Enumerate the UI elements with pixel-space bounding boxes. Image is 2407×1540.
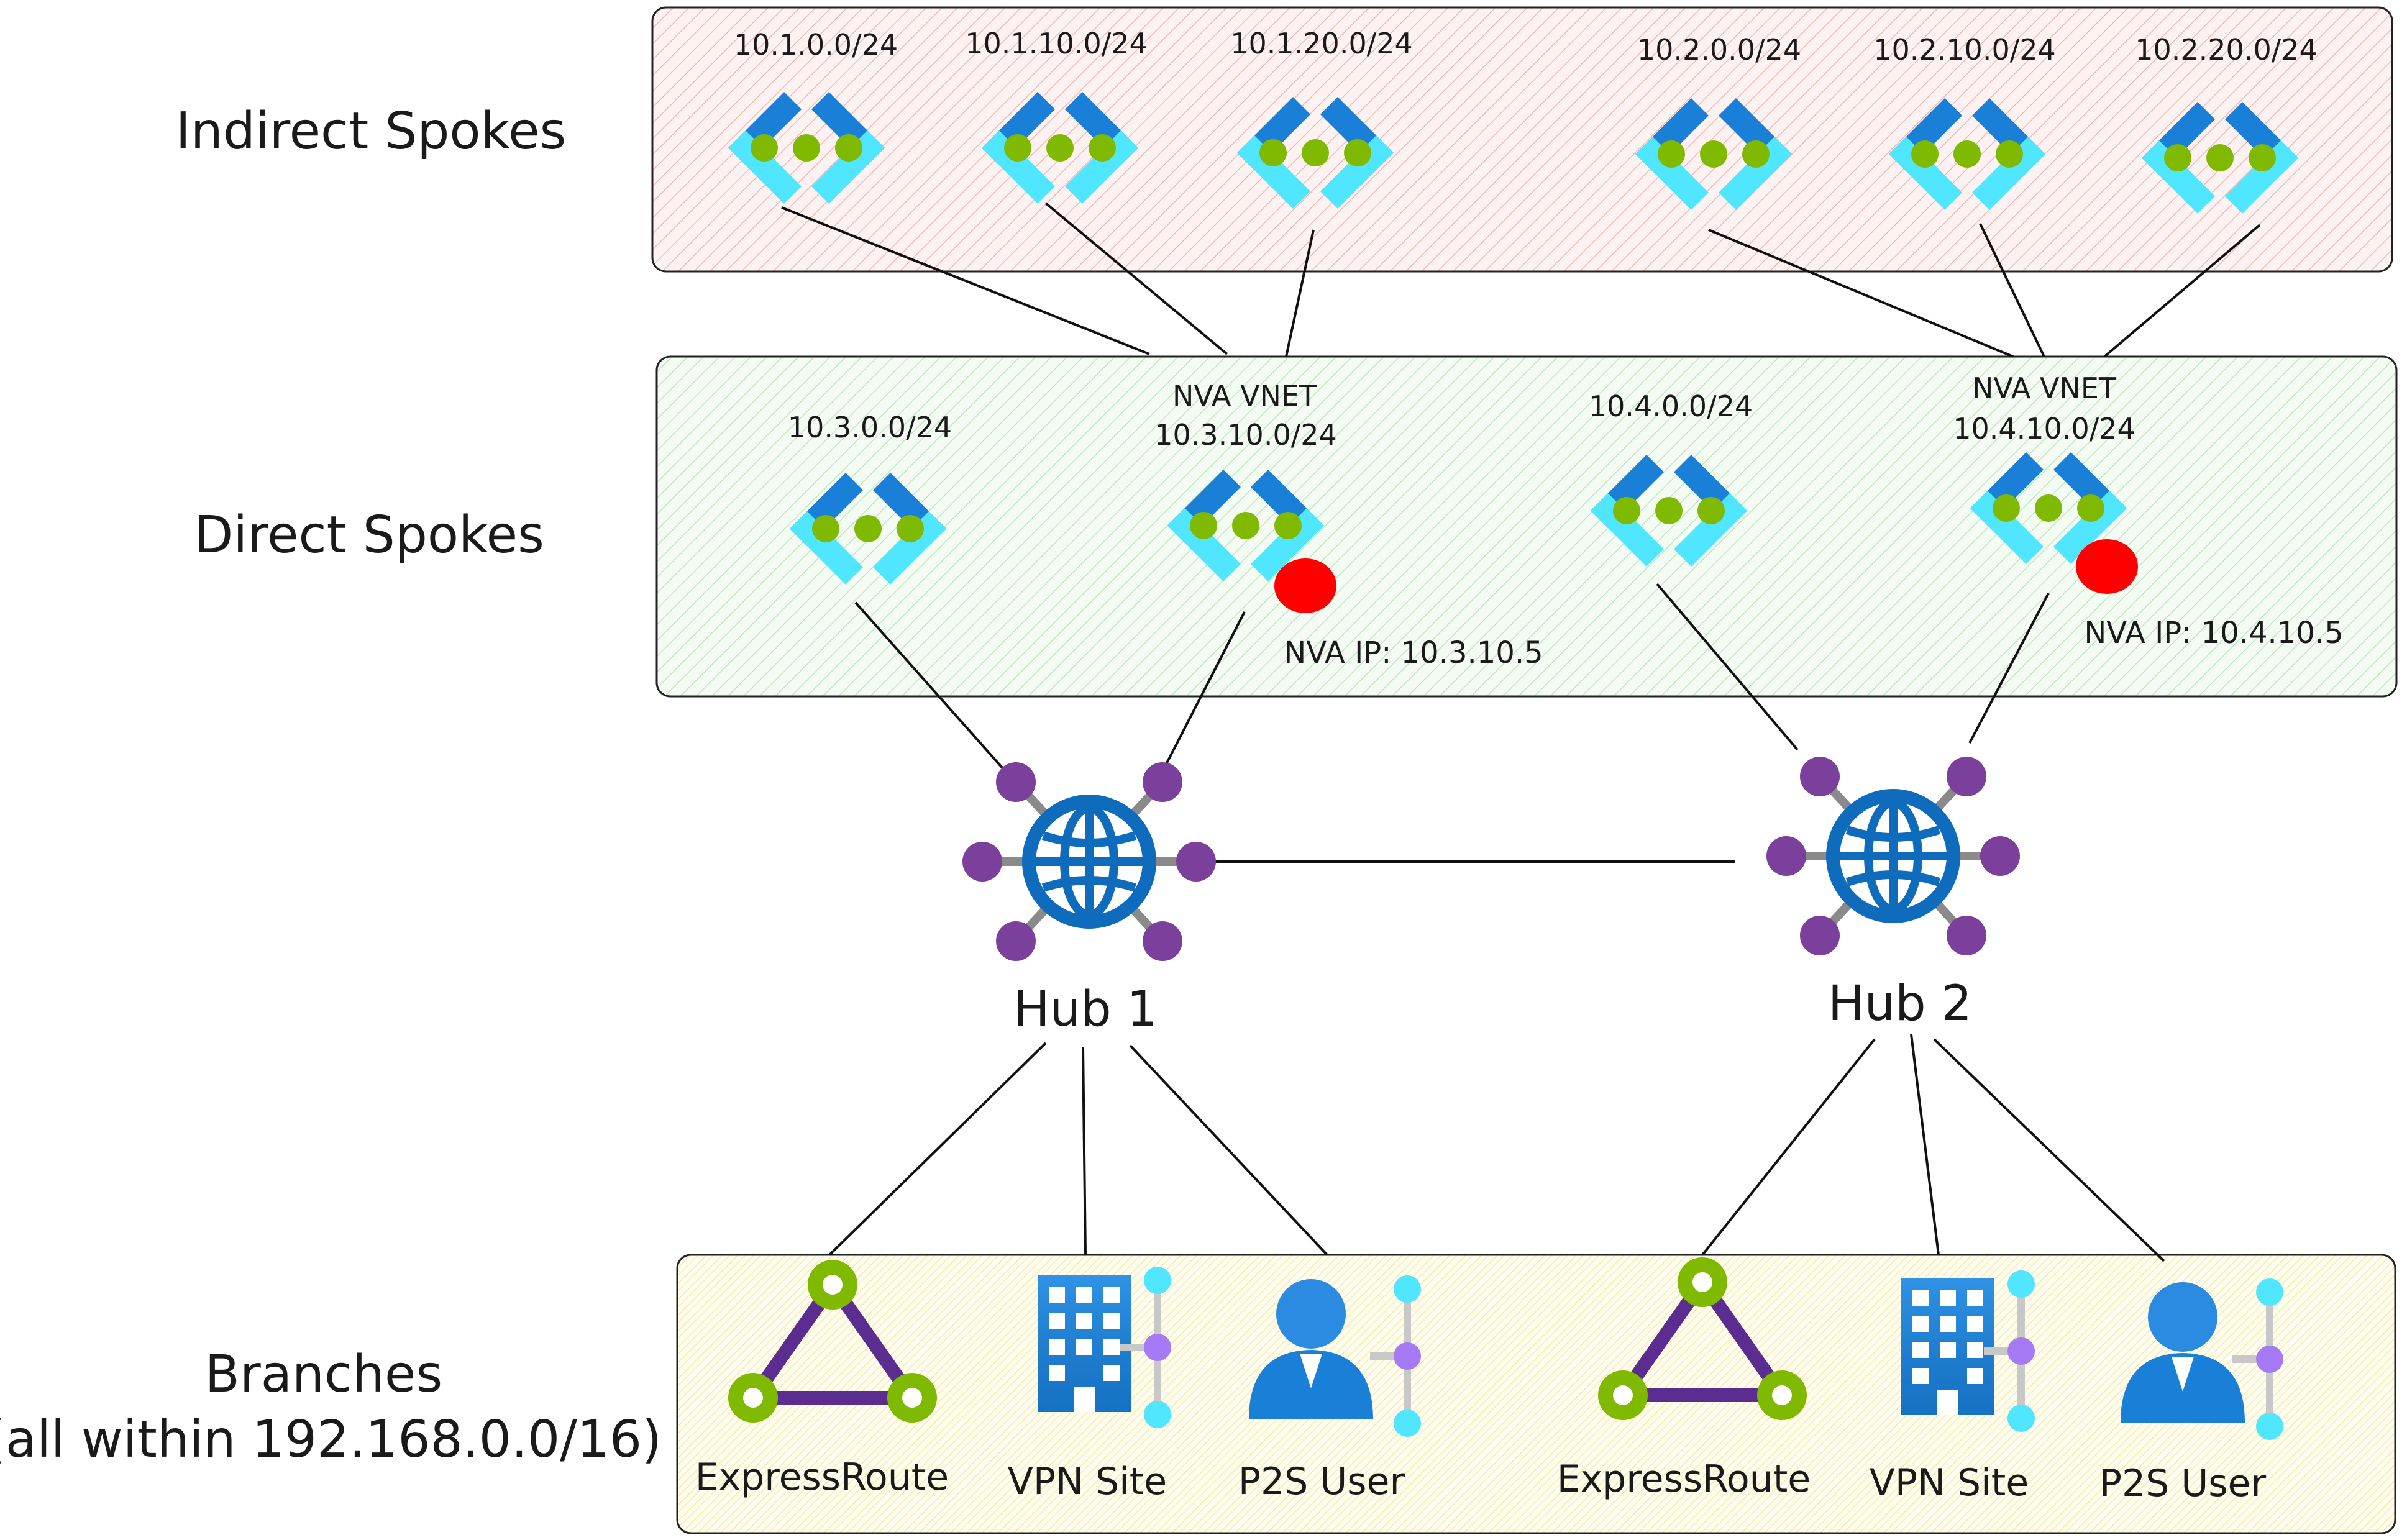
branch-label: ExpressRoute — [1557, 1457, 1811, 1501]
hub-1: Hub 1 — [962, 762, 1216, 1037]
branch-expressroute-1: ExpressRoute — [695, 1260, 949, 1499]
hub-label: Hub 1 — [1013, 982, 1158, 1037]
nva-ip: NVA IP: 10.3.10.5 — [1284, 636, 1543, 670]
direct-spoke-nva-vnet-2: NVA VNET 10.4.10.0/24 NVA IP: 10.4.10.5 — [1953, 371, 2343, 650]
row-label-direct: Direct Spokes — [194, 506, 544, 565]
branch-p2s-user-1: P2S User — [1238, 1275, 1421, 1503]
nva-vnet-cidr: 10.4.10.0/24 — [1953, 412, 2135, 445]
nva-ip: NVA IP: 10.4.10.5 — [2084, 616, 2343, 650]
spoke-cidr: 10.2.20.0/24 — [2135, 33, 2318, 66]
row-label-indirect: Indirect Spokes — [176, 102, 567, 161]
nva-marker — [1274, 558, 1336, 613]
spoke-cidr: 10.4.0.0/24 — [1589, 390, 1753, 423]
row-label-branches: Branches — [205, 1345, 442, 1404]
indirect-spoke-6: 10.2.20.0/24 — [2135, 33, 2318, 214]
branch-label: P2S User — [2099, 1462, 2267, 1505]
direct-spoke-nva-vnet-1: NVA VNET 10.3.10.0/24 NVA IP: 10.3.10.5 — [1154, 379, 1543, 670]
spoke-cidr: 10.1.20.0/24 — [1230, 27, 1413, 60]
branch-label: VPN Site — [1870, 1461, 2029, 1505]
branch-vpn-site-2: VPN Site — [1870, 1270, 2035, 1505]
spoke-cidr: 10.1.0.0/24 — [734, 28, 898, 62]
indirect-spoke-4: 10.2.0.0/24 — [1635, 33, 1801, 210]
nva-marker — [2076, 539, 2138, 594]
indirect-spoke-1: 10.1.0.0/24 — [728, 28, 898, 204]
direct-spokes-group — [655, 355, 2398, 698]
branch-label: ExpressRoute — [695, 1456, 949, 1499]
spoke-cidr: 10.3.0.0/24 — [788, 411, 952, 444]
branch-expressroute-2: ExpressRoute — [1557, 1257, 1811, 1501]
indirect-spokes-group — [651, 6, 2393, 273]
indirect-spoke-3: 10.1.20.0/24 — [1230, 27, 1413, 209]
hub-2: Hub 2 — [1766, 757, 2020, 1032]
nva-vnet-title: NVA VNET — [1972, 371, 2117, 405]
spoke-cidr: 10.1.10.0/24 — [965, 27, 1148, 60]
nva-vnet-cidr: 10.3.10.0/24 — [1154, 418, 1337, 452]
row-label-branches-range: (all within 192.168.0.0/16) — [0, 1410, 662, 1469]
nva-vnet-title: NVA VNET — [1172, 379, 1317, 412]
branch-p2s-user-2: P2S User — [2099, 1278, 2283, 1505]
indirect-spoke-2: 10.1.10.0/24 — [965, 27, 1148, 204]
indirect-spoke-5: 10.2.10.0/24 — [1873, 33, 2056, 210]
direct-spoke-10-4-0-0: 10.4.0.0/24 — [1589, 390, 1753, 567]
branch-label: VPN Site — [1008, 1460, 1167, 1503]
connection-lines — [781, 202, 2261, 1262]
direct-spoke-10-3-0-0: 10.3.0.0/24 — [788, 411, 952, 585]
branch-vpn-site-1: VPN Site — [1008, 1267, 1171, 1503]
spoke-cidr: 10.2.10.0/24 — [1873, 33, 2056, 66]
branch-label: P2S User — [1238, 1460, 1405, 1503]
hub-label: Hub 2 — [1828, 976, 1972, 1032]
spoke-cidr: 10.2.0.0/24 — [1637, 33, 1801, 66]
